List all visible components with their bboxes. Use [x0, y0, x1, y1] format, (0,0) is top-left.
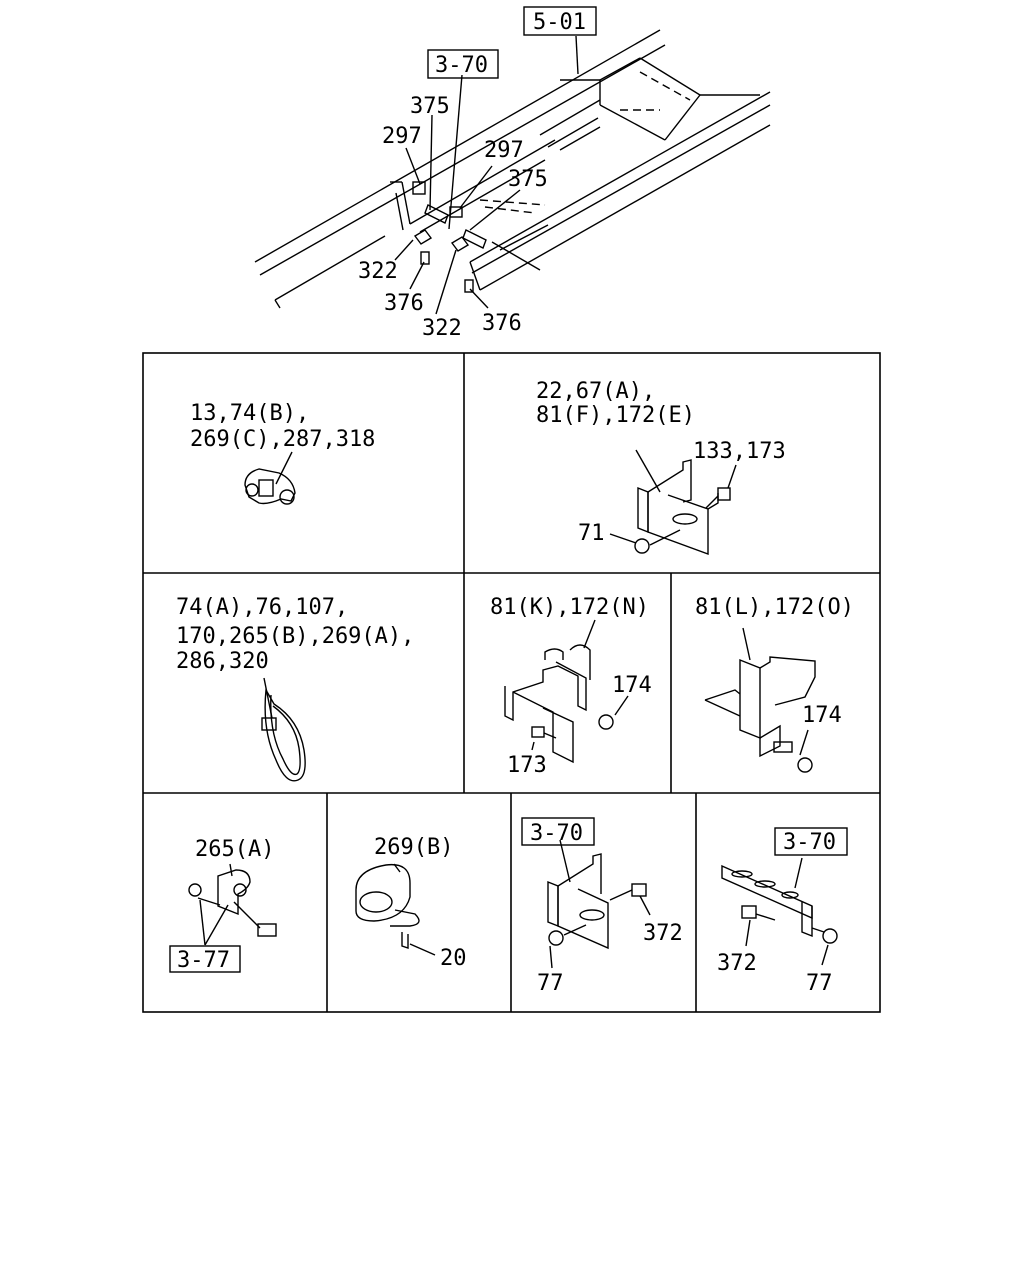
- callout-375-top: 375: [410, 94, 450, 119]
- slotted-bracket-illustration: [609, 449, 737, 556]
- ref-frame-label[interactable]: 5-01: [533, 10, 586, 35]
- callout-375-right: 375: [508, 167, 548, 192]
- callout-297-right: 297: [484, 138, 524, 163]
- chassis-frame-illustration: [254, 29, 771, 315]
- callout-376-left: 376: [384, 291, 424, 316]
- ref-box-3-77: [169, 945, 241, 973]
- callout-376-right: 376: [482, 311, 522, 336]
- bracket-370b-illustration: [721, 857, 838, 966]
- panel3-line1: 74(A),76,107,: [176, 595, 348, 620]
- bracket-370a-illustration: [547, 839, 651, 969]
- panel8-nut: 77: [537, 971, 564, 996]
- panel5-title: 81(L),172(O): [695, 595, 854, 620]
- panel2-line2: 81(F),172(E): [536, 403, 695, 428]
- bracket-k-illustration: [504, 619, 629, 764]
- panel2-line1: 22,67(A),: [536, 379, 655, 404]
- panel1-line1: 13,74(B),: [190, 401, 309, 426]
- ref-clip-label[interactable]: 3-70: [435, 53, 488, 78]
- ref-box-5-01: [523, 6, 597, 36]
- bracket-l-illustration: [704, 627, 816, 773]
- panel5-nut: 174: [802, 703, 842, 728]
- panel8-bolt: 372: [643, 921, 683, 946]
- panel7-title: 269(B): [374, 835, 453, 860]
- panel8-ref[interactable]: 3-70: [530, 821, 583, 846]
- panel9-bolt: 372: [717, 951, 757, 976]
- panel3-line3: 286,320: [176, 649, 269, 674]
- callout-297-left: 297: [382, 124, 422, 149]
- callout-322-bottom: 322: [422, 316, 462, 341]
- clamp-a-illustration: [188, 863, 277, 946]
- panel4-bolt: 173: [507, 753, 547, 778]
- panel1-line2: 269(C),287,318: [190, 427, 375, 452]
- panel6-title: 265(A): [195, 837, 274, 862]
- panel7-bolt: 20: [440, 946, 467, 971]
- panel9-ref[interactable]: 3-70: [783, 830, 836, 855]
- panel2-bolt: 133,173: [693, 439, 786, 464]
- panel2-nut: 71: [578, 521, 605, 546]
- panel3-line2: 170,265(B),269(A),: [176, 624, 414, 649]
- panel4-nut: 174: [612, 673, 652, 698]
- panel6-ref[interactable]: 3-77: [177, 948, 230, 973]
- cable-tie-illustration: [261, 677, 306, 782]
- ref-box-3-70-top: [427, 49, 499, 79]
- ref-box-3-70-b: [774, 827, 848, 856]
- tube-clip-illustration: [244, 451, 296, 505]
- panel4-title: 81(K),172(N): [490, 595, 649, 620]
- panel9-nut: 77: [806, 971, 833, 996]
- callout-322-left: 322: [358, 259, 398, 284]
- ref-box-3-70-a: [521, 817, 595, 846]
- panel-grid: [142, 352, 881, 1013]
- grommet-illustration: [355, 863, 436, 956]
